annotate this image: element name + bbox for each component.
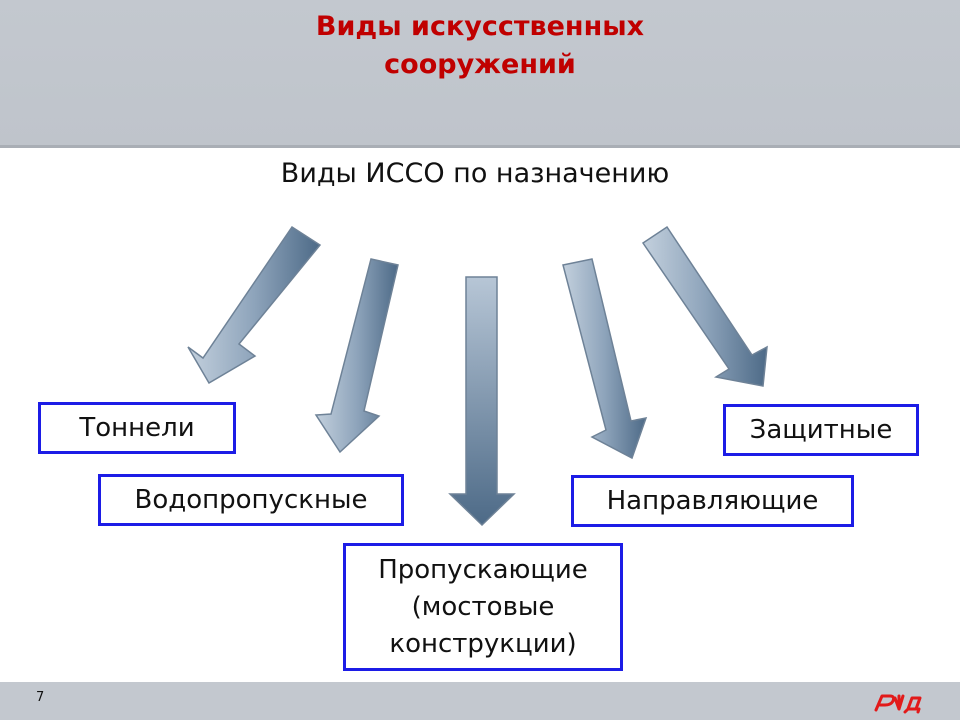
header-band (0, 0, 960, 145)
box-passing-label: Пропускающие (мостовые конструкции) (378, 554, 588, 659)
box-culverts: Водопропускные (98, 474, 404, 526)
box-guiding-label: Направляющие (606, 485, 819, 516)
box-tunnels: Тоннели (38, 402, 236, 454)
arrow-guiding (562, 258, 648, 460)
box-passing: Пропускающие (мостовые конструкции) (343, 543, 623, 671)
arrow-tunnels (187, 225, 322, 385)
arrow-passing (448, 276, 516, 527)
box-guiding: Направляющие (571, 475, 854, 527)
rzd-logo (874, 694, 922, 714)
box-tunnels-label: Тоннели (79, 412, 195, 443)
footer-band (0, 682, 960, 720)
header-divider (0, 145, 960, 148)
box-protective: Защитные (723, 404, 919, 456)
arrow-culverts (314, 258, 399, 454)
box-culverts-label: Водопропускные (134, 484, 368, 515)
slide-title: Виды искусственных сооружений (315, 11, 645, 80)
arrow-protective (641, 225, 768, 387)
page-number: 7 (36, 690, 45, 705)
box-protective-label: Защитные (749, 414, 893, 445)
diagram-heading: Виды ИССО по назначению (280, 158, 670, 189)
